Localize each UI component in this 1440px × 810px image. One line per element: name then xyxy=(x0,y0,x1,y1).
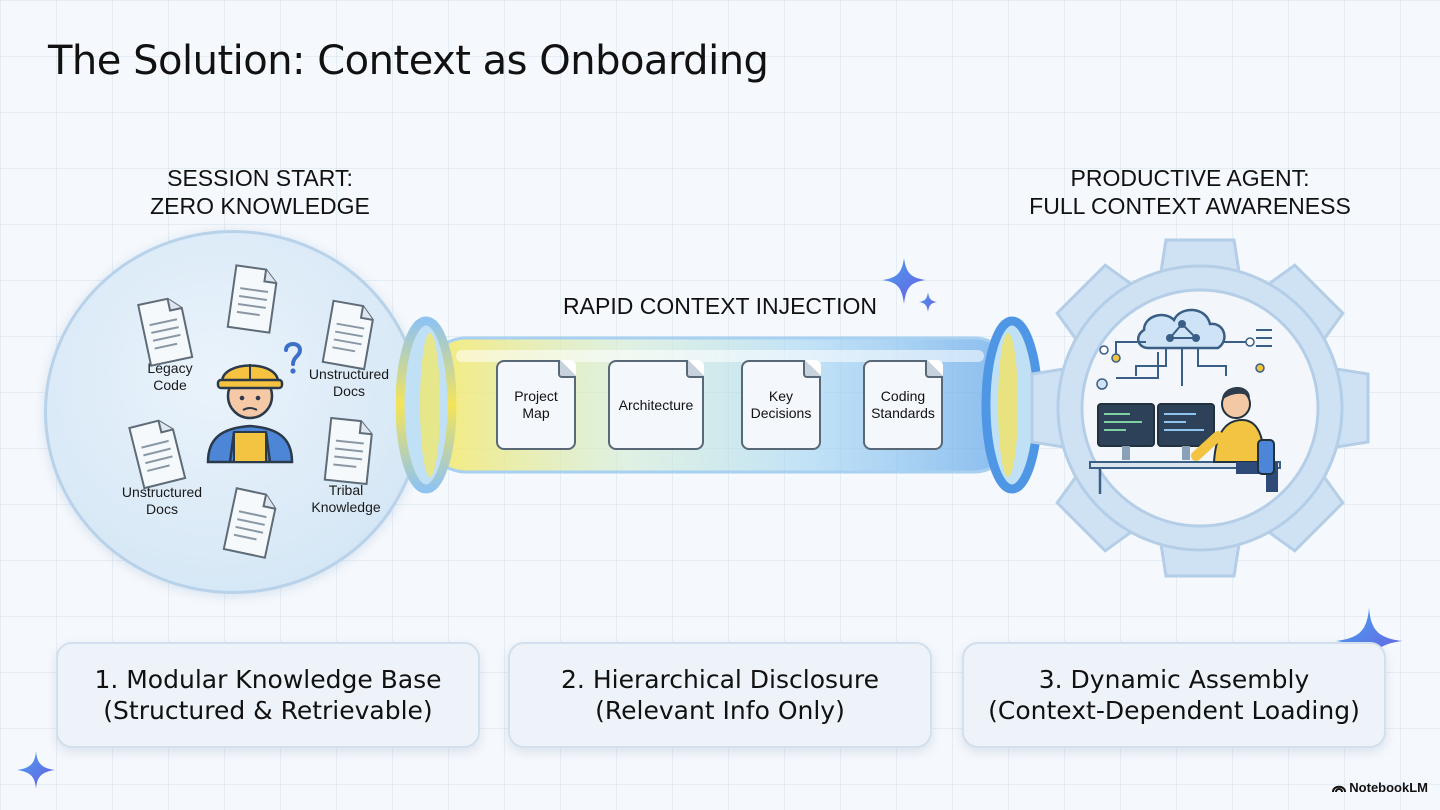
context-injection-tube xyxy=(396,316,1043,494)
context-card: Key Decisions xyxy=(741,360,821,450)
step-card-2: 2. Hierarchical Disclosure (Relevant Inf… xyxy=(508,642,932,748)
context-card-label: Architecture xyxy=(618,396,694,413)
notebooklm-logo-icon xyxy=(1332,785,1347,793)
document-icon xyxy=(226,264,278,334)
step-1-title: 1. Modular Knowledge Base xyxy=(94,665,442,694)
unstructured-docs-label-left: Unstructured Docs xyxy=(121,484,203,517)
document-icon xyxy=(222,487,277,559)
page-title: The Solution: Context as Onboarding xyxy=(48,38,769,84)
context-card-label: Coding Standards xyxy=(871,388,935,421)
document-icon xyxy=(137,297,194,367)
context-card: Project Map xyxy=(496,360,576,450)
brand-mark: NotebookLM xyxy=(1332,780,1428,795)
document-icon xyxy=(323,416,373,486)
right-heading-line2: FULL CONTEXT AWARENESS xyxy=(1029,193,1351,219)
step-2-subtitle: (Relevant Info Only) xyxy=(595,696,845,725)
legacy-code-label: Legacy Code xyxy=(147,360,193,393)
right-panel-heading: PRODUCTIVE AGENT: FULL CONTEXT AWARENESS xyxy=(1000,164,1380,220)
context-card-label: Key Decisions xyxy=(750,388,812,421)
sparkle-icon xyxy=(882,258,937,312)
step-2-title: 2. Hierarchical Disclosure xyxy=(561,665,879,694)
left-heading-line1: SESSION START: xyxy=(167,165,353,191)
brand-label: NotebookLM xyxy=(1349,780,1428,795)
right-heading-line1: PRODUCTIVE AGENT: xyxy=(1070,165,1310,191)
document-icon xyxy=(128,419,187,490)
step-card-1: 1. Modular Knowledge Base (Structured & … xyxy=(56,642,480,748)
step-card-3: 3. Dynamic Assembly (Context-Dependent L… xyxy=(962,642,1386,748)
confused-worker-icon xyxy=(206,342,303,464)
step-3-title: 3. Dynamic Assembly xyxy=(1038,665,1310,694)
step-3-subtitle: (Context-Dependent Loading) xyxy=(988,696,1360,725)
context-card-label: Project Map xyxy=(514,388,558,421)
document-icon xyxy=(321,299,374,371)
context-card: Architecture xyxy=(608,360,704,450)
left-panel-heading: SESSION START: ZERO KNOWLEDGE xyxy=(90,164,430,220)
productive-agent-illustration xyxy=(1089,308,1281,494)
context-card: Coding Standards xyxy=(863,360,943,450)
sparkle-small-icon xyxy=(17,751,55,789)
sparkle-large-icon xyxy=(1336,608,1402,674)
tribal-knowledge-label: Tribal Knowledge xyxy=(311,482,381,515)
left-heading-line2: ZERO KNOWLEDGE xyxy=(150,193,370,219)
unstructured-docs-label-right: Unstructured Docs xyxy=(308,366,390,399)
center-panel-heading: RAPID CONTEXT INJECTION xyxy=(563,293,877,319)
step-1-subtitle: (Structured & Retrievable) xyxy=(103,696,433,725)
